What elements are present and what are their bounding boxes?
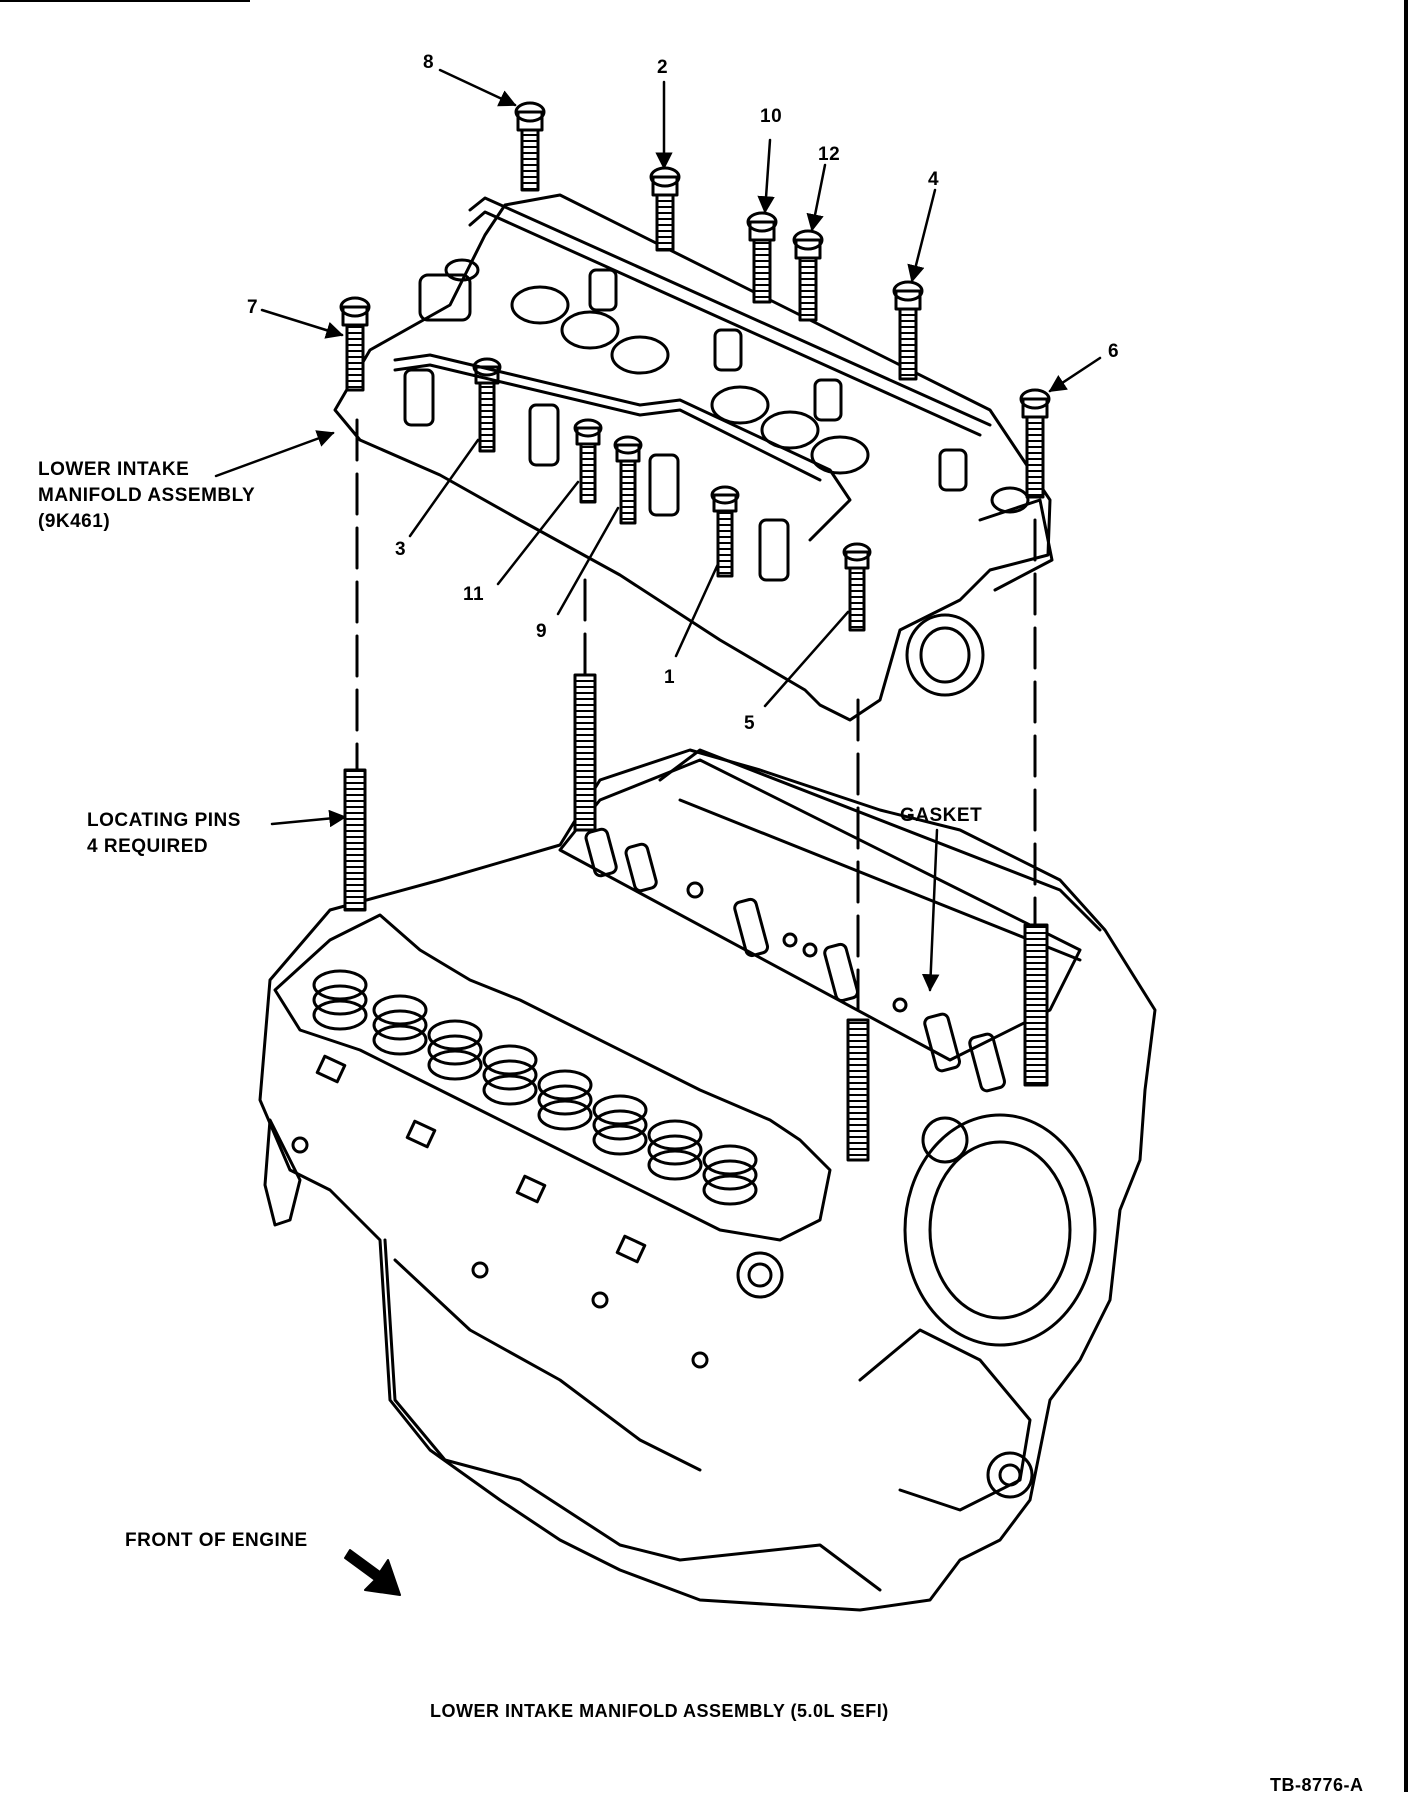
front-arrow <box>344 1549 401 1596</box>
bolt-label-9: 9 <box>536 621 548 642</box>
bolt-label-5: 5 <box>744 713 756 734</box>
bolt-label-10: 10 <box>760 106 783 127</box>
locating-pins-label: LOCATING PINS <box>87 810 241 831</box>
bolt-label-11: 11 <box>463 584 485 605</box>
front-of-engine-label: FRONT OF ENGINE <box>125 1530 308 1551</box>
top-border <box>0 0 250 2</box>
bolt-label-7: 7 <box>247 297 259 318</box>
bolt-label-1: 1 <box>664 667 676 688</box>
manifold-label-line2: MANIFOLD ASSEMBLY <box>38 485 256 506</box>
gasket-label: GASKET <box>900 805 983 826</box>
bolts <box>339 101 1051 632</box>
bolt-label-12: 12 <box>818 144 841 165</box>
bolt-label-3: 3 <box>395 539 407 560</box>
intake-manifold <box>333 193 1054 722</box>
right-border <box>1404 0 1408 1792</box>
leader-lines <box>214 68 1102 992</box>
bolt-label-8: 8 <box>423 52 435 73</box>
bolt-label-4: 4 <box>928 169 940 190</box>
bolt-label-2: 2 <box>657 57 669 78</box>
figure-id: TB-8776-A <box>1270 1775 1364 1795</box>
locating-pins-count: 4 REQUIRED <box>87 836 209 857</box>
bolt-label-6: 6 <box>1108 341 1120 362</box>
engine-block <box>258 748 1157 1612</box>
manifold-label-line1: LOWER INTAKE <box>38 459 190 480</box>
locating-pins <box>343 418 1049 1162</box>
figure-caption: LOWER INTAKE MANIFOLD ASSEMBLY (5.0L SEF… <box>430 1701 889 1721</box>
manifold-part-number: (9K461) <box>38 511 111 532</box>
gasket-outline <box>558 758 1082 1062</box>
